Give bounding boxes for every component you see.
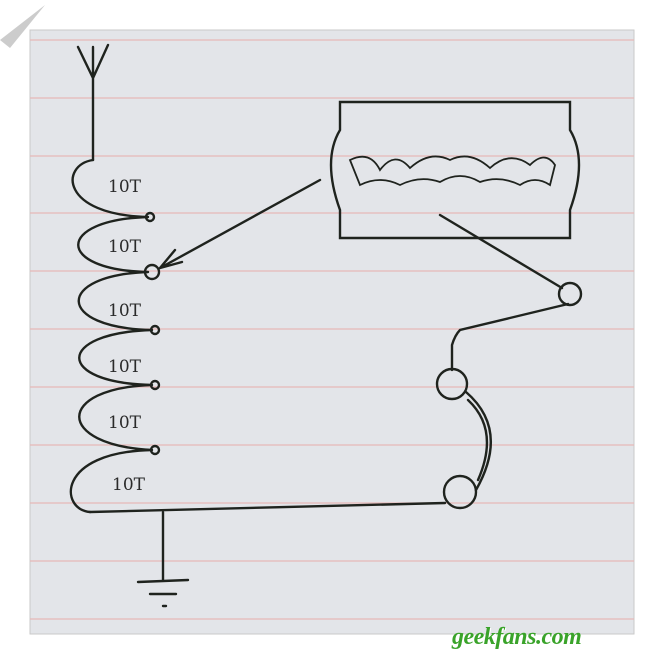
tap-terminal [144, 211, 156, 223]
antenna-icon [76, 43, 110, 162]
coil-label: 10T [108, 177, 142, 197]
ground-icon [136, 578, 190, 608]
coil-label: 10T [108, 237, 142, 257]
watermark: geekfans.com [452, 624, 582, 650]
coil-labels: 10T 10T 10T 10T 10T 10T [108, 177, 146, 495]
tap-terminal-selected [143, 263, 161, 281]
blade-slot [348, 155, 556, 187]
tip-connector [557, 281, 583, 307]
tap-terminal [149, 444, 161, 456]
earphone-terminal-bottom [442, 474, 478, 510]
tap-terminal [149, 379, 161, 391]
coil-label: 10T [108, 357, 142, 377]
ground-wire [88, 501, 447, 582]
cat-whisker-wire [438, 213, 570, 372]
earphone-terminal-top [435, 367, 469, 401]
slider-wire [158, 178, 322, 270]
coil-label: 10T [108, 413, 142, 433]
tap-terminal [149, 324, 161, 336]
coil-label: 10T [112, 475, 146, 495]
coil [69, 158, 154, 514]
coil-label: 10T [108, 301, 142, 321]
earphone-arc [464, 390, 492, 492]
razor-blade [329, 100, 581, 240]
page-curl [0, 5, 45, 48]
